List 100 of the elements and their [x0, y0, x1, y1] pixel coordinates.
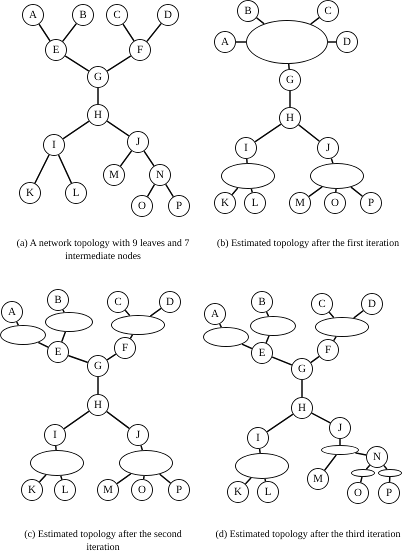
connector-line [64, 410, 90, 430]
connector-line [62, 23, 77, 42]
connector-line [165, 184, 174, 198]
caption: (c) Estimated topology after the second iteration [23, 528, 183, 554]
connector-line [256, 17, 265, 24]
node-circle: J [329, 417, 351, 439]
connector-line [298, 124, 320, 142]
ellipse-node [203, 327, 249, 347]
connector-line [55, 446, 57, 450]
node-circle: O [324, 192, 346, 214]
connector-line [360, 476, 363, 482]
connector-line [58, 154, 72, 184]
node-circle: N [366, 446, 388, 468]
node-circle: F [317, 339, 339, 361]
node-circle: E [47, 341, 69, 363]
ellipse-node [0, 325, 46, 345]
connector-line [146, 23, 162, 42]
connector-line [388, 476, 391, 482]
connector-line [288, 64, 290, 70]
node-circle: L [244, 192, 266, 214]
connector-line [328, 41, 336, 43]
node-circle: H [87, 394, 109, 416]
node-circle: H [279, 107, 301, 129]
connector-line [38, 342, 48, 348]
node-circle: L [257, 481, 279, 503]
ellipse-node [111, 315, 165, 335]
node-circle: K [21, 479, 43, 501]
connector-line [34, 154, 50, 184]
node-circle: K [214, 192, 236, 214]
connector-line [106, 55, 132, 72]
connector-line [265, 336, 270, 344]
caption: (a) A network topology with 9 leaves and 7 intermediate nodes [16, 237, 190, 263]
connector-line [301, 380, 303, 397]
node-circle: A [204, 303, 226, 325]
connector-line [335, 188, 337, 192]
node-circle: C [311, 293, 333, 315]
connector-line [62, 120, 90, 140]
connector-line [250, 188, 253, 193]
ellipse-node [119, 450, 173, 476]
ellipse-node [310, 163, 364, 189]
node-circle: M [103, 164, 125, 186]
node-circle: L [65, 182, 87, 204]
node-circle: A [22, 4, 44, 26]
node-circle: P [168, 479, 190, 501]
connector-line [232, 188, 238, 196]
connector-line [236, 41, 246, 43]
connector-line [289, 91, 291, 107]
node-circle: J [317, 137, 339, 159]
connector-line [146, 184, 156, 197]
node-circle: B [72, 4, 94, 26]
connector-line [242, 343, 252, 350]
connector-line [308, 186, 323, 198]
ellipse-node [221, 163, 275, 189]
connector-line [106, 411, 130, 429]
connector-line [328, 312, 334, 318]
node-circle: I [44, 424, 66, 446]
connector-line [122, 24, 135, 42]
connector-line [310, 17, 320, 25]
connector-line [266, 414, 294, 432]
node-circle: O [131, 195, 153, 217]
node-circle: D [361, 293, 383, 315]
ellipse-node [30, 450, 84, 476]
node-circle: P [378, 482, 400, 504]
connector-line [310, 356, 320, 364]
node-circle: B [251, 291, 273, 313]
node-circle: F [129, 39, 151, 61]
connector-line [244, 477, 252, 484]
node-circle: M [307, 468, 329, 490]
connector-line [60, 476, 63, 480]
node-circle: A [214, 31, 236, 53]
node-circle: B [47, 289, 69, 311]
connector-line [246, 158, 248, 164]
connector-line [355, 452, 366, 456]
ellipse-node [235, 453, 289, 479]
node-circle: M [97, 479, 119, 501]
ellipse-node [315, 317, 369, 337]
node-circle: J [127, 131, 149, 153]
node-circle: G [87, 66, 109, 88]
node-circle: J [127, 424, 149, 446]
connector-line [68, 354, 88, 364]
ellipse-node [250, 316, 296, 336]
node-circle: K [227, 481, 249, 503]
node-circle: N [149, 164, 171, 186]
caption: (d) Estimated topology after the third iteration [214, 528, 402, 541]
node-circle: I [247, 427, 269, 449]
connector-line [350, 186, 363, 197]
connector-line [124, 310, 130, 316]
node-circle: C [107, 291, 129, 313]
node-circle: I [235, 137, 257, 159]
ellipse-node [321, 445, 359, 455]
connector-line [120, 150, 132, 167]
ellipse-node [378, 469, 402, 477]
connector-line [272, 356, 292, 366]
node-circle: P [168, 195, 190, 217]
node-circle: D [157, 4, 179, 26]
connector-line [254, 124, 282, 142]
connector-line [150, 308, 162, 317]
node-circle: B [237, 0, 259, 22]
connector-line [353, 310, 364, 319]
node-circle: G [279, 69, 301, 91]
